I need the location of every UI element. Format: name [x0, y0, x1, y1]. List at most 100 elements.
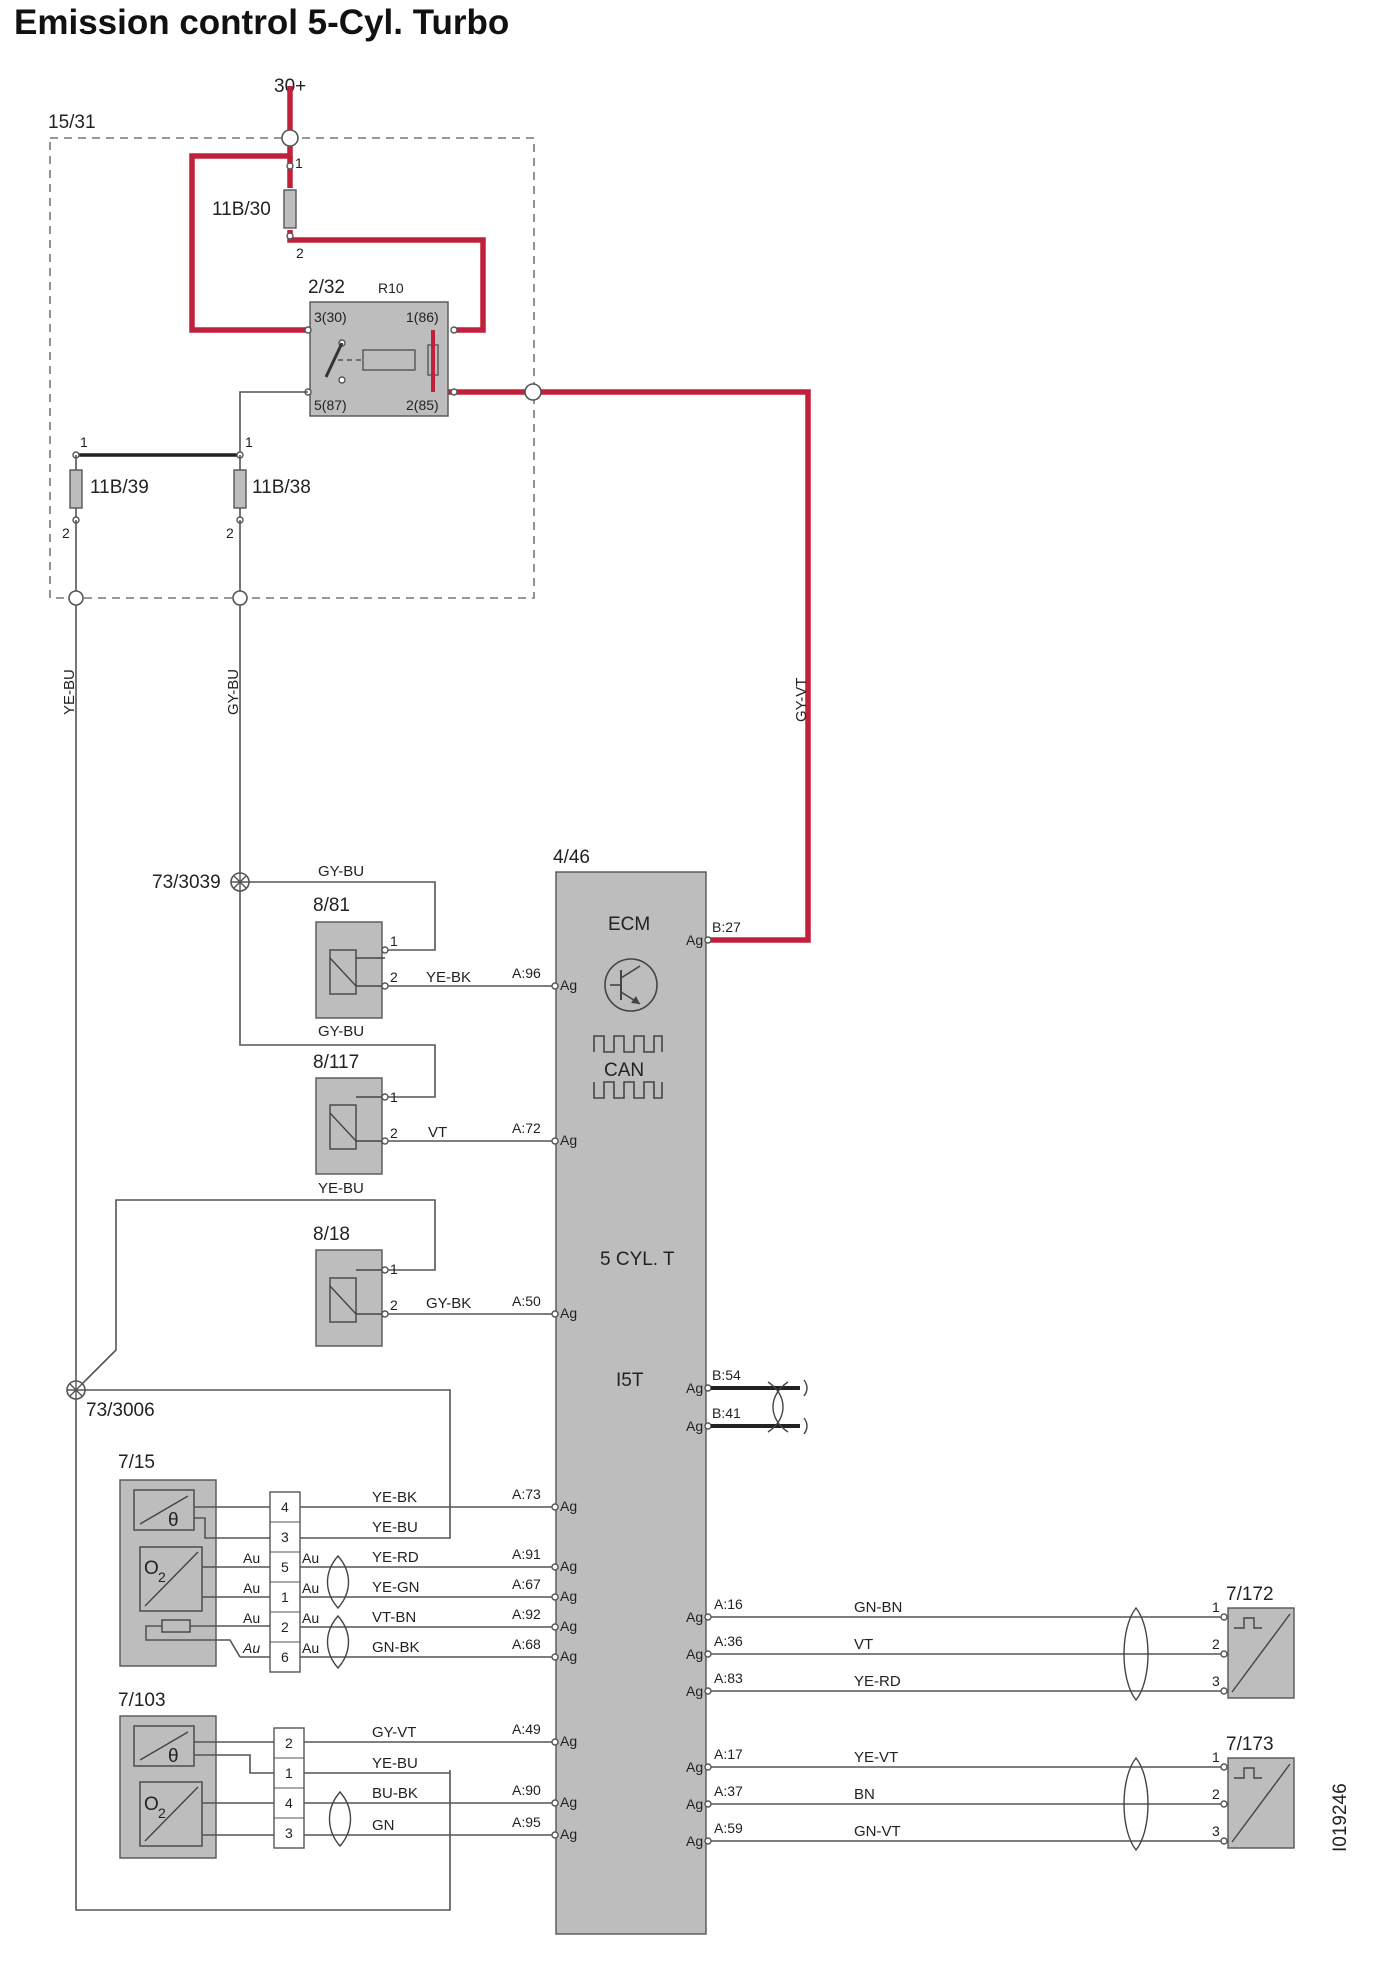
svg-text:1: 1 — [281, 1589, 289, 1605]
svg-text:1: 1 — [80, 434, 88, 450]
svg-text:Au: Au — [302, 1640, 319, 1656]
svg-text:2: 2 — [158, 1569, 166, 1585]
svg-text:A:90: A:90 — [512, 1782, 541, 1798]
svg-text:θ: θ — [168, 1510, 179, 1531]
svg-text:YE-RD: YE-RD — [854, 1673, 901, 1690]
svg-text:2: 2 — [62, 525, 70, 541]
svg-text:Ag: Ag — [560, 1826, 577, 1842]
wire-gy-bu-label: GY-BU — [225, 669, 242, 715]
wires-7-103: GY-VT YE-BU BU-BK GN — [304, 1724, 552, 1848]
svg-text:1: 1 — [285, 1765, 293, 1781]
ecm-module: 4/46 ECM CAN 5 CYL. T I5T — [553, 847, 707, 1935]
svg-text:73/3006: 73/3006 — [86, 1400, 155, 1421]
svg-text:GN-BN: GN-BN — [854, 1599, 902, 1616]
svg-text:8/81: 8/81 — [313, 895, 350, 916]
svg-text:4: 4 — [285, 1795, 293, 1811]
wire-label: GY-BK — [426, 1295, 471, 1312]
svg-text:11B/39: 11B/39 — [90, 477, 149, 498]
svg-text:2: 2 — [1212, 1636, 1220, 1652]
svg-text:3: 3 — [1212, 1823, 1220, 1839]
document-id: I019246 — [1330, 1783, 1351, 1852]
svg-text:Ag: Ag — [560, 1305, 577, 1321]
svg-text:7/173: 7/173 — [1226, 1734, 1274, 1755]
svg-text:A:83: A:83 — [714, 1670, 743, 1686]
svg-text:73/3039: 73/3039 — [152, 872, 221, 893]
svg-text:A:96: A:96 — [512, 965, 541, 981]
svg-text:4: 4 — [281, 1499, 289, 1515]
svg-text:2: 2 — [281, 1619, 289, 1635]
svg-text:Ag: Ag — [560, 1498, 577, 1514]
svg-text:1: 1 — [295, 155, 303, 171]
svg-text:2(85): 2(85) — [406, 397, 439, 413]
can-signal-icon — [593, 1035, 663, 1053]
fuse-11b38: 1 2 11B/38 — [226, 434, 311, 541]
component-7-15: 7/15 θ O 2 Au Au Au Au 4 3 5 1 2 6 — [118, 1452, 319, 1673]
svg-text:R10: R10 — [378, 280, 404, 296]
svg-text:7/172: 7/172 — [1226, 1584, 1274, 1605]
svg-text:Ag: Ag — [686, 1609, 703, 1625]
svg-text:2: 2 — [158, 1805, 166, 1821]
svg-text:Au: Au — [302, 1580, 319, 1596]
svg-text:θ: θ — [168, 1746, 179, 1767]
svg-text:A:17: A:17 — [714, 1746, 743, 1762]
fuse-11b39: 1 2 11B/39 — [62, 434, 149, 541]
svg-text:8/18: 8/18 — [313, 1224, 350, 1245]
svg-text:A:59: A:59 — [714, 1820, 743, 1836]
svg-text:B:41: B:41 — [712, 1405, 741, 1421]
svg-text:1: 1 — [1212, 1749, 1220, 1765]
svg-text:2: 2 — [285, 1735, 293, 1751]
svg-text:ECM: ECM — [608, 914, 650, 935]
svg-text:Au: Au — [243, 1610, 260, 1626]
svg-text:2: 2 — [390, 969, 398, 985]
svg-text:3: 3 — [285, 1825, 293, 1841]
svg-text:YE-BU: YE-BU — [372, 1755, 418, 1772]
svg-text:VT: VT — [854, 1636, 873, 1653]
component-7-173: YE-VT BN GN-VT 1 2 3 7/173 — [711, 1734, 1295, 1852]
splice-73-3006: 73/3006 — [66, 1380, 155, 1421]
svg-text:2: 2 — [1212, 1786, 1220, 1802]
svg-text:5(87): 5(87) — [314, 397, 347, 413]
svg-text:YE-BU: YE-BU — [372, 1519, 418, 1536]
svg-text:Ag: Ag — [560, 1618, 577, 1634]
can-bus-stubs — [711, 1379, 808, 1435]
svg-text:Au: Au — [243, 1550, 260, 1566]
svg-text:Ag: Ag — [686, 1380, 703, 1396]
svg-text:1: 1 — [390, 933, 398, 949]
svg-text:1: 1 — [390, 1261, 398, 1277]
svg-text:Ag: Ag — [560, 1733, 577, 1749]
svg-text:CAN: CAN — [604, 1060, 644, 1081]
svg-text:Ag: Ag — [686, 1796, 703, 1812]
svg-text:2: 2 — [390, 1125, 398, 1141]
svg-text:Ag: Ag — [560, 977, 577, 993]
gy-bu-main-wire — [239, 520, 436, 1098]
component-8-18: 8/18 1 2 — [313, 1224, 398, 1347]
svg-text:7/15: 7/15 — [118, 1452, 155, 1473]
wire-label: YE-BU — [318, 1180, 364, 1197]
wires-7-15: YE-BK YE-BU YE-RD YE-GN VT-BN GN-BK — [300, 1489, 552, 1670]
svg-text:1: 1 — [245, 434, 253, 450]
svg-text:3: 3 — [1212, 1673, 1220, 1689]
svg-text:Ag: Ag — [686, 1418, 703, 1434]
svg-text:B:27: B:27 — [712, 919, 741, 935]
wire-label: YE-BK — [426, 969, 471, 986]
svg-text:BU-BK: BU-BK — [372, 1785, 418, 1802]
svg-text:YE-GN: YE-GN — [372, 1579, 420, 1596]
wire-ye-bu-label: YE-BU — [61, 669, 78, 715]
svg-text:GN: GN — [372, 1817, 395, 1834]
svg-text:Au: Au — [243, 1580, 260, 1596]
svg-text:GN-VT: GN-VT — [854, 1823, 901, 1840]
svg-text:Ag: Ag — [560, 1794, 577, 1810]
svg-text:Ag: Ag — [686, 1759, 703, 1775]
fuse-11b30: 1 2 11B/30 — [212, 155, 304, 261]
svg-text:Ag: Ag — [686, 932, 703, 948]
svg-text:Au: Au — [242, 1640, 260, 1656]
component-7-172: GN-BN VT YE-RD 1 2 3 7/172 — [711, 1584, 1295, 1702]
page-title: Emission control 5-Cyl. Turbo — [14, 3, 509, 42]
svg-text:A:36: A:36 — [714, 1633, 743, 1649]
svg-text:2: 2 — [390, 1297, 398, 1313]
fuse-box-out-1 — [68, 590, 84, 606]
svg-text:A:68: A:68 — [512, 1636, 541, 1652]
svg-text:VT-BN: VT-BN — [372, 1609, 416, 1626]
svg-text:2/32: 2/32 — [308, 277, 345, 298]
